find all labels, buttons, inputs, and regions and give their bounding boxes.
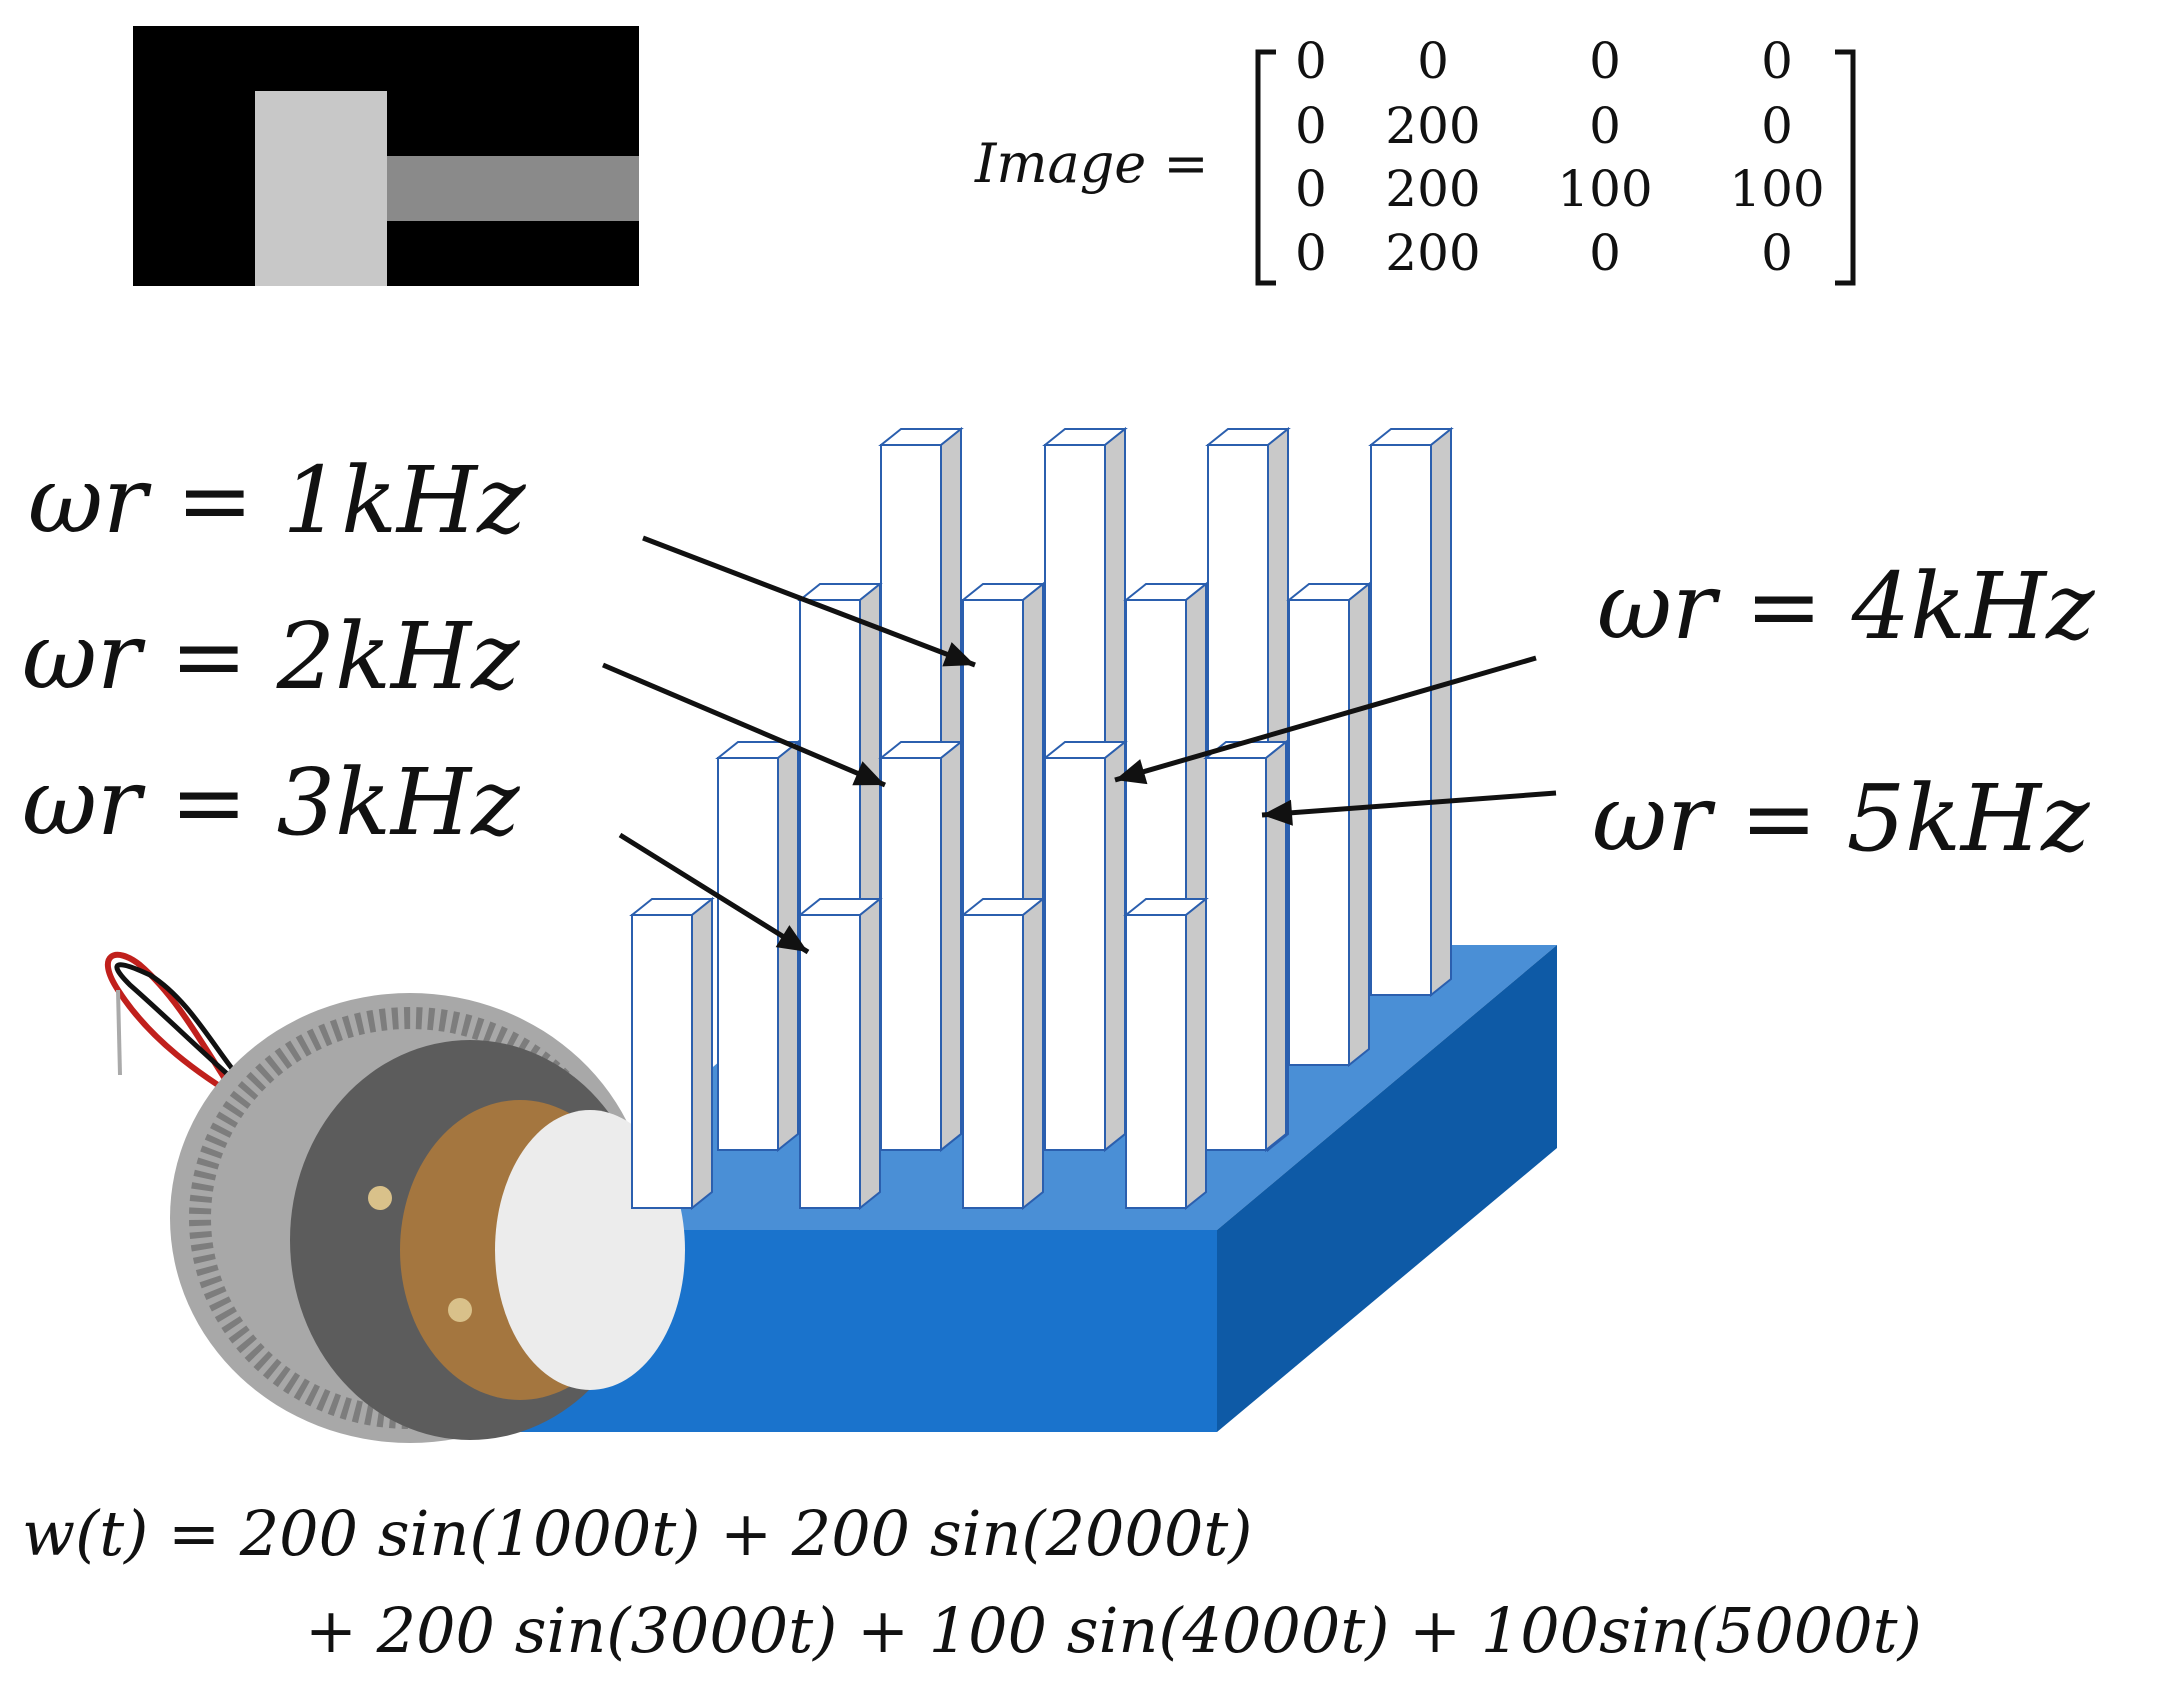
frequency-label-2khz: ωr = 2kHz [22,603,520,710]
pillar [960,896,1046,1211]
arrow-head [942,642,975,667]
frequency-arrows [602,535,1557,955]
speaker-lead-tip [116,989,122,1076]
pillar-front [1125,914,1187,1209]
pillar-front [717,757,779,1151]
pillar-side [1265,739,1287,1153]
arrow-shaft [602,662,886,788]
pillar-front [799,914,861,1209]
pillar-front [962,914,1024,1209]
pillar [629,896,715,1211]
thumb-pixel-100 [387,156,639,221]
pillar [1123,896,1209,1211]
matrix-cell: 100 [1557,160,1652,218]
matrix-cell: 100 [1729,160,1824,218]
pillar [715,739,801,1153]
pillar [1368,426,1454,998]
arrow [642,535,976,668]
signal-equation: w(t) = 200 sin(1000t) + 200 sin(2000t) +… [22,1497,1922,1667]
pillar-side [1348,581,1370,1068]
speaker-screw [448,1298,472,1322]
pillar-front [631,914,693,1209]
matrix-left-bracket [1255,49,1276,286]
arrow-head [852,761,885,786]
pillar-side [859,896,881,1211]
thumb-pixel-200 [255,91,387,286]
pillar [1042,739,1128,1153]
pillar-side [940,739,962,1153]
pillar [1286,581,1372,1068]
arrow-shaft [618,832,810,955]
arrow-shaft [642,535,976,668]
arrow [1114,655,1537,785]
matrix-cell: 200 [1385,97,1480,155]
matrix-right-bracket [1835,49,1856,286]
pillar-side [1185,896,1207,1211]
frequency-label-3khz: ωr = 3kHz [22,749,520,856]
arrow-head [1262,799,1293,826]
matrix-cell: 0 [1295,32,1327,90]
pillar-front [1044,757,1106,1151]
frequency-label-4khz: ωr = 4kHz [1597,553,2095,660]
matrix-cell: 200 [1385,160,1480,218]
frequency-label-group: ωr = 1kHz ωr = 2kHz ωr = 3kHz ωr = 4kHz … [22,447,2095,872]
matrix-cell: 0 [1761,32,1793,90]
matrix-cell: 0 [1295,160,1327,218]
pillar-side [691,896,713,1211]
arrow [1261,790,1557,826]
matrix-lhs: Image = [974,132,1209,195]
pillar-side [1104,739,1126,1153]
matrix-cell: 0 [1589,32,1621,90]
matrix-cell: 0 [1295,97,1327,155]
arrow-shaft [1114,655,1537,783]
speaker-screw [368,1186,392,1210]
arrow-head [1115,759,1148,785]
arrow [602,662,886,788]
matrix-cell: 0 [1589,224,1621,282]
matrix-cell: 0 [1761,224,1793,282]
pillar [878,739,964,1153]
pillar-side [1430,426,1452,998]
frequency-label-5khz: ωr = 5kHz [1592,765,2090,872]
pillar-front [1205,757,1267,1151]
speaker-actuator [104,951,685,1443]
pillar-front [1288,599,1350,1066]
equation-line-2: + 200 sin(3000t) + 100 sin(4000t) + 100s… [305,1594,1922,1667]
arrow-shaft [1261,790,1557,818]
matrix-cell: 200 [1385,224,1480,282]
matrix-cell: 0 [1295,224,1327,282]
pillar [797,896,883,1211]
arrow [618,832,810,955]
pillar-array [629,426,1454,1211]
speaker-lead-red [104,951,247,1105]
matrix-cell: 0 [1417,32,1449,90]
pillar-side [1022,896,1044,1211]
base-side-face [1217,945,1557,1432]
pillar-front [1370,444,1432,996]
matrix-cell: 0 [1589,97,1621,155]
image-thumbnail [133,26,639,286]
frequency-label-1khz: ωr = 1kHz [28,447,526,554]
arrow-head [775,925,808,952]
pillar [1203,739,1289,1153]
equation-line-1: w(t) = 200 sin(1000t) + 200 sin(2000t) [22,1497,1253,1570]
matrix-cell: 0 [1761,97,1793,155]
pillar-front [880,757,942,1151]
speaker-lead-black [114,962,257,1100]
